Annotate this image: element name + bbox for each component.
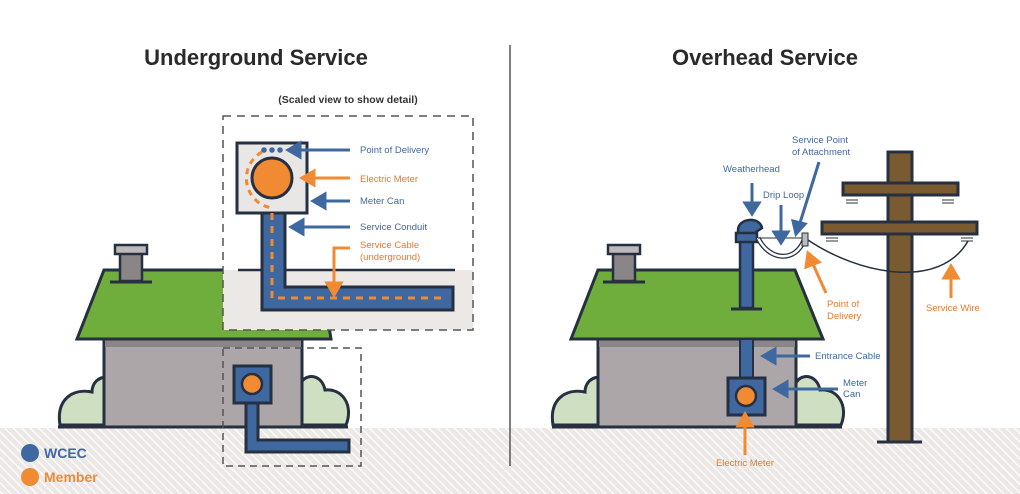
underground-title: Underground Service (144, 45, 368, 70)
scaled-detail: Point of Delivery Electric Meter Meter C… (222, 115, 474, 331)
legend: WCEC Member (21, 444, 98, 486)
service-mast (738, 236, 755, 310)
detail-frame (222, 115, 474, 331)
service-point-of-attachment (801, 232, 809, 247)
arrowhead (941, 263, 961, 280)
label-drip-loop: Drip Loop (763, 190, 804, 201)
crossarm-bottom (820, 220, 979, 236)
arrow-service-point (797, 161, 821, 227)
label-service-point-2: of Attachment (792, 147, 850, 158)
electric-meter (240, 372, 264, 396)
label-meter-can-2: Can (843, 389, 860, 400)
arrowhead (790, 218, 808, 238)
arrowhead (804, 250, 822, 270)
roof (568, 268, 826, 341)
label-point-of-delivery: Point of Delivery (360, 145, 429, 156)
legend-swatch-member (21, 468, 39, 486)
arrowhead (288, 217, 305, 237)
arrowhead (760, 346, 777, 366)
label-service-conduit: Service Conduit (360, 222, 427, 233)
arrowhead (735, 411, 755, 428)
electric-meter-detail (250, 156, 294, 200)
label-point-of-delivery: Point of (827, 299, 860, 310)
arrowhead (299, 168, 316, 188)
chimney-cap (113, 243, 149, 256)
scaled-note: (Scaled view to show detail) (278, 94, 417, 106)
entrance-cable (739, 338, 754, 380)
label-service-point: Service Point (792, 135, 848, 146)
wall-shadow (599, 338, 795, 347)
utility-pole (807, 150, 979, 444)
label-service-wire: Service Wire (926, 303, 980, 314)
service-wire (807, 239, 969, 274)
legend-label-wcec: WCEC (44, 445, 87, 461)
overhead-house (550, 218, 845, 429)
arrowhead (285, 140, 302, 160)
point-of-delivery-dot (261, 147, 267, 153)
legend-swatch-wcec (21, 444, 39, 462)
label-meter-can: Meter Can (360, 196, 404, 207)
chimney (611, 251, 637, 283)
point-of-delivery-dot (269, 147, 275, 153)
electric-meter (734, 384, 758, 408)
arrowhead (324, 281, 344, 298)
bush (298, 375, 350, 427)
weatherhead-collar (734, 231, 759, 244)
label-service-cable-2: (underground) (360, 252, 420, 263)
arrowhead (742, 201, 762, 217)
label-weatherhead: Weatherhead (723, 164, 780, 175)
chimney-cap (606, 243, 642, 256)
label-electric-meter: Electric Meter (360, 174, 418, 185)
chimney (118, 251, 144, 283)
arrow-service-cable (332, 246, 350, 285)
pole (886, 150, 914, 444)
overhead-title: Overhead Service (672, 45, 858, 70)
wall-shadow (105, 338, 301, 347)
label-point-of-delivery-2: Delivery (827, 311, 862, 322)
arrowhead (772, 379, 789, 399)
arrow-point-of-delivery (810, 261, 828, 294)
legend-label-member: Member (44, 469, 98, 485)
service-conduit (244, 401, 351, 454)
detail-region (222, 347, 362, 467)
drip-loop (756, 237, 806, 258)
arrowhead (310, 191, 327, 211)
bush (793, 375, 845, 427)
arrowhead (771, 230, 791, 246)
point-of-delivery-dot (277, 147, 283, 153)
service-cable-loop (244, 150, 273, 210)
label-meter-can: Meter (843, 378, 867, 389)
service-conduit-detail (260, 211, 455, 312)
label-electric-meter: Electric Meter (716, 458, 774, 469)
label-entrance-cable: Entrance Cable (815, 351, 880, 362)
crossarm-top (841, 181, 960, 197)
service-cable-detail (270, 213, 445, 300)
label-service-cable: Service Cable (360, 240, 419, 251)
